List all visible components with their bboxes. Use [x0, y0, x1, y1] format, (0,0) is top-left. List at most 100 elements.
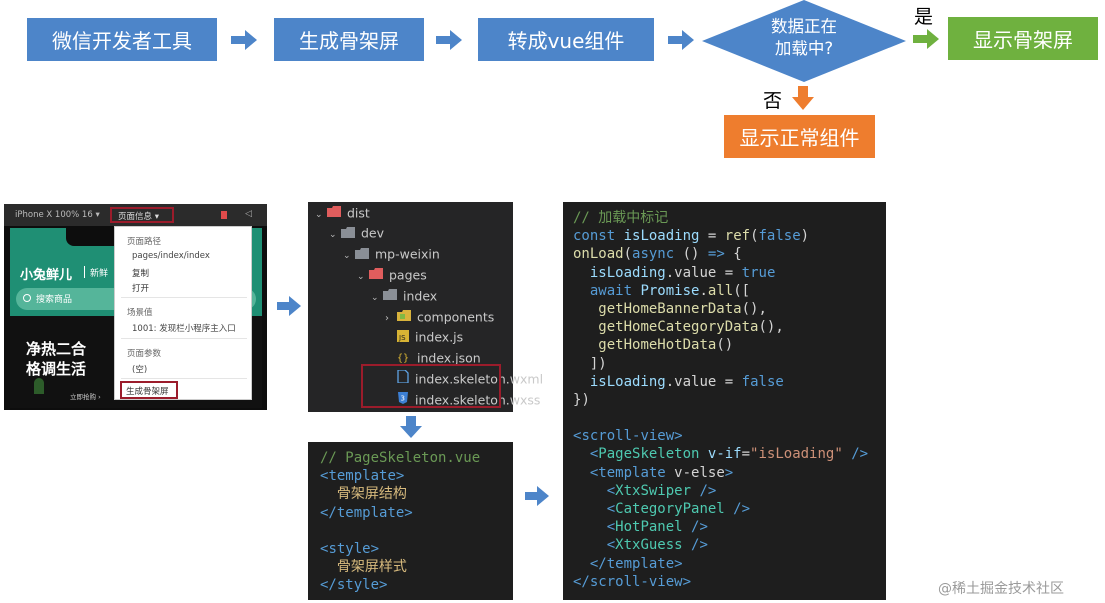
- flow-decision-line2: 加载中?: [774, 39, 834, 58]
- file-tree-item[interactable]: ⌄ dist: [315, 203, 370, 223]
- menu-divider-1: [121, 297, 247, 298]
- main-code-line: </scroll-view>: [573, 573, 692, 590]
- chevron-down-icon[interactable]: ⌄: [329, 230, 337, 241]
- banner-text-2: 格调生活: [26, 360, 87, 378]
- main-code-line: <XtxSwiper />: [606, 482, 717, 499]
- wxss-file-icon: 3: [397, 390, 409, 410]
- generate-skeleton-label: 生成骨架屏: [126, 387, 169, 397]
- file-tree-item-label: pages: [389, 267, 427, 283]
- file-tree-item-label: index.skeleton.wxml: [415, 371, 544, 387]
- plant-decoration: [34, 378, 44, 394]
- chevron-down-icon[interactable]: ⌄: [343, 251, 351, 262]
- flow-step-devtools-label: 微信开发者工具: [52, 29, 192, 53]
- device-selector[interactable]: iPhone X 100% 16 ▾: [15, 210, 100, 220]
- folder-icon: [355, 245, 369, 265]
- main-code-line: getHomeHotData(): [598, 337, 734, 354]
- main-code-line: </template>: [589, 555, 683, 572]
- flow-step-generate-label: 生成骨架屏: [299, 29, 399, 53]
- menu-path-title: 页面路径: [127, 237, 162, 247]
- arrow-down-to-skeleton-code: [400, 416, 422, 438]
- skeleton-code-line: </template>: [320, 504, 413, 521]
- main-code-line: const isLoading = ref(false): [573, 228, 810, 245]
- file-tree-item-label: index.js: [415, 329, 464, 345]
- file-tree-item[interactable]: › components: [385, 307, 494, 327]
- main-code-line: // 加载中标记: [573, 210, 669, 226]
- page-info-tab[interactable]: [110, 207, 174, 223]
- main-code-line: getHomeCategoryData(),: [598, 319, 784, 336]
- menu-scene-title: 场景值: [127, 308, 153, 318]
- main-code-line: ]): [589, 355, 607, 372]
- main-code-line: <HotPanel />: [606, 519, 708, 536]
- banner-buy-button[interactable]: 立即抢购 ›: [70, 393, 101, 401]
- skeleton-code-line: <template>: [320, 468, 405, 485]
- file-tree-item[interactable]: {}index.json: [385, 348, 481, 368]
- flow-decision-label: 数据正在 加载中?: [702, 16, 906, 60]
- file-tree-item[interactable]: JS index.js: [385, 327, 463, 347]
- file-tree-panel: ⌄ dist ⌄ dev ⌄ mp-weixin ⌄ pages ⌄ index › componen…: [308, 202, 543, 412]
- menu-param-title: 页面参数: [127, 349, 162, 359]
- file-tree-item[interactable]: 3 index.skeleton.wxss: [385, 390, 540, 410]
- menu-open[interactable]: 打开: [132, 284, 150, 294]
- menu-path-value: pages/index/index: [132, 251, 210, 261]
- chevron-right-icon[interactable]: ›: [385, 312, 389, 324]
- file-tree-item[interactable]: ⌄ pages: [357, 265, 427, 285]
- svg-text:3: 3: [401, 395, 405, 403]
- brand-name: 小兔鲜儿: [20, 268, 73, 283]
- folder-icon: [369, 265, 383, 285]
- flow-step-generate-skeleton: 生成骨架屏: [274, 18, 424, 61]
- file-tree-item[interactable]: ⌄ dev: [329, 223, 384, 243]
- menu-divider-3: [121, 378, 247, 379]
- arrow-to-file-tree: [277, 296, 301, 316]
- flow-step-to-vue-label: 转成vue组件: [507, 29, 625, 53]
- flow-arrow-yes: [913, 29, 939, 49]
- flow-decision-diamond: [702, 0, 906, 82]
- skeleton-code-line: </style>: [320, 577, 388, 594]
- file-tree-rows: ⌄ dist ⌄ dev ⌄ mp-weixin ⌄ pages ⌄ index › componen…: [308, 202, 543, 412]
- skeleton-code-line: [320, 522, 513, 540]
- record-icon[interactable]: [221, 211, 227, 219]
- file-tree-item[interactable]: index.skeleton.wxml: [385, 369, 543, 389]
- brand-divider: [84, 266, 85, 278]
- arrow-to-main-code: [525, 486, 549, 506]
- chevron-down-icon[interactable]: ⌄: [357, 271, 365, 282]
- skeleton-code-line: // PageSkeleton.vue: [320, 450, 481, 466]
- skeleton-code-line: 骨架屏样式: [320, 559, 407, 576]
- skeleton-code-panel: // PageSkeleton.vue<template> 骨架屏结构</tem…: [308, 442, 513, 600]
- menu-copy[interactable]: 复制: [132, 269, 150, 279]
- main-code-line: isLoading.value = false: [589, 373, 784, 390]
- wxml-file-icon: [397, 369, 409, 389]
- flow-result-normal-label: 显示正常组件: [739, 126, 860, 150]
- file-tree-item[interactable]: ⌄ index: [371, 286, 437, 306]
- speaker-icon[interactable]: ◁: [245, 209, 252, 219]
- file-tree-item-label: components: [417, 309, 495, 324]
- flow-step-devtools: 微信开发者工具: [27, 18, 217, 61]
- svg-text:JS: JS: [398, 334, 406, 342]
- flow-arrow-2: [436, 30, 462, 50]
- json-file-icon: {}: [397, 349, 411, 369]
- flow-result-normal: 显示正常组件: [724, 115, 875, 158]
- skeleton-code-line: <style>: [320, 540, 380, 557]
- generate-skeleton-button[interactable]: [120, 381, 178, 399]
- flow-decision-line1: 数据正在: [771, 17, 837, 36]
- chevron-down-icon[interactable]: ⌄: [315, 209, 323, 220]
- folder-icon: [397, 307, 411, 327]
- file-tree-item-label: dist: [347, 205, 370, 220]
- main-code-line: [573, 409, 886, 427]
- file-tree-item-label: mp-weixin: [375, 246, 440, 262]
- banner-text-1: 净热二合: [26, 340, 87, 358]
- file-tree-item-label: dev: [361, 225, 385, 241]
- file-tree-item-label: index: [403, 288, 438, 304]
- folder-icon: [327, 203, 341, 223]
- chevron-down-icon[interactable]: ⌄: [371, 292, 379, 303]
- devtools-screenshot: iPhone X 100% 16 ▾ 页面信息 ▾ ◁ 小兔鲜儿 新鲜 搜索商品…: [4, 204, 267, 410]
- file-tree-item[interactable]: ⌄ mp-weixin: [343, 244, 440, 264]
- devtools-toolbar: [4, 204, 267, 226]
- file-tree-item-label: index.skeleton.wxss: [415, 392, 541, 408]
- skeleton-code-lines: // PageSkeleton.vue<template> 骨架屏结构</tem…: [320, 449, 513, 595]
- svg-text:{}: {}: [397, 353, 409, 363]
- js-file-icon: JS: [397, 328, 409, 348]
- folder-icon: [341, 224, 355, 244]
- page-info-dropdown: 页面路径 pages/index/index 复制 打开 场景值 1001: 发…: [114, 226, 252, 400]
